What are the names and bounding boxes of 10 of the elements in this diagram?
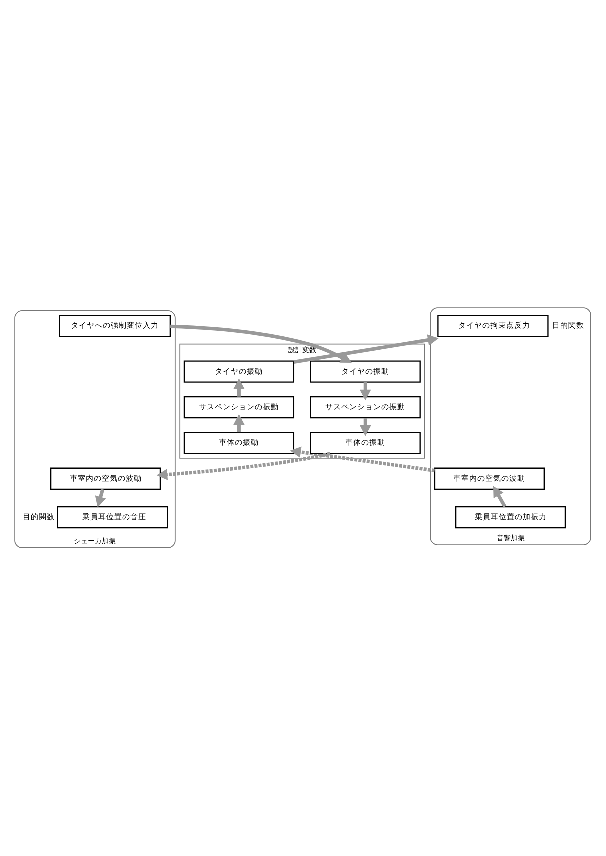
arrow (234, 414, 245, 433)
arrow (360, 418, 372, 436)
arrow (294, 334, 439, 364)
arrow (234, 378, 245, 397)
arrow (170, 324, 352, 363)
arrow (156, 452, 331, 480)
arrow (290, 446, 436, 472)
arrow (360, 382, 372, 401)
arrow (494, 486, 507, 508)
arrow (95, 489, 106, 508)
